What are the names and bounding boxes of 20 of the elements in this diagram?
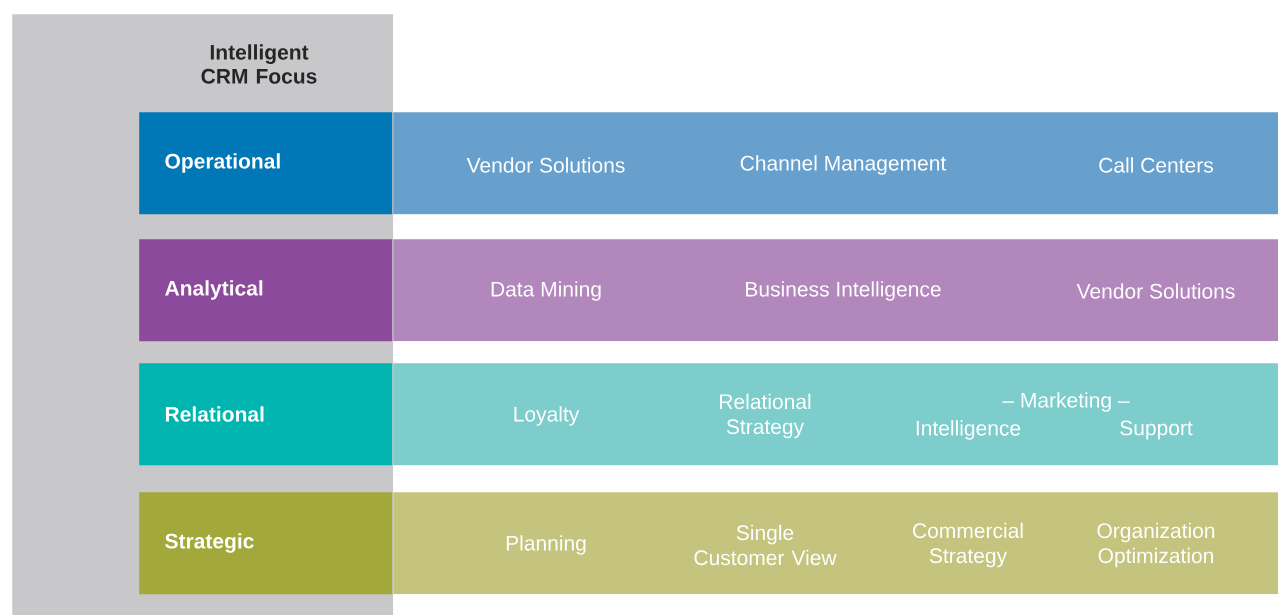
item-text: Organization Optimization (1097, 522, 1215, 568)
panel-heading: Intelligent CRM Focus (201, 44, 317, 84)
item-text: Intelligence (916, 420, 1021, 440)
item-text: Support (1120, 420, 1193, 440)
item-text: Commercial Strategy (913, 522, 1023, 568)
item-text: Relational Strategy (720, 393, 811, 439)
item-text: – Marketing – (1002, 392, 1130, 412)
category-box: Operational (139, 112, 393, 215)
item-text: Planning (506, 535, 586, 555)
item-text: Data Mining (491, 281, 601, 301)
item-text: Vendor Solutions (1076, 283, 1235, 299)
item-text: Single Customer View (694, 524, 837, 566)
item-text: Vendor Solutions (466, 157, 625, 173)
category-box: Relational (139, 363, 393, 466)
item-text: Call Centers (1099, 157, 1213, 173)
category-box: Analytical (139, 239, 393, 342)
category-box: Strategic (139, 492, 393, 595)
item-text: Loyalty (514, 406, 580, 426)
item-text: Channel Management (740, 155, 947, 175)
item-text: Business Intelligence (746, 281, 941, 301)
